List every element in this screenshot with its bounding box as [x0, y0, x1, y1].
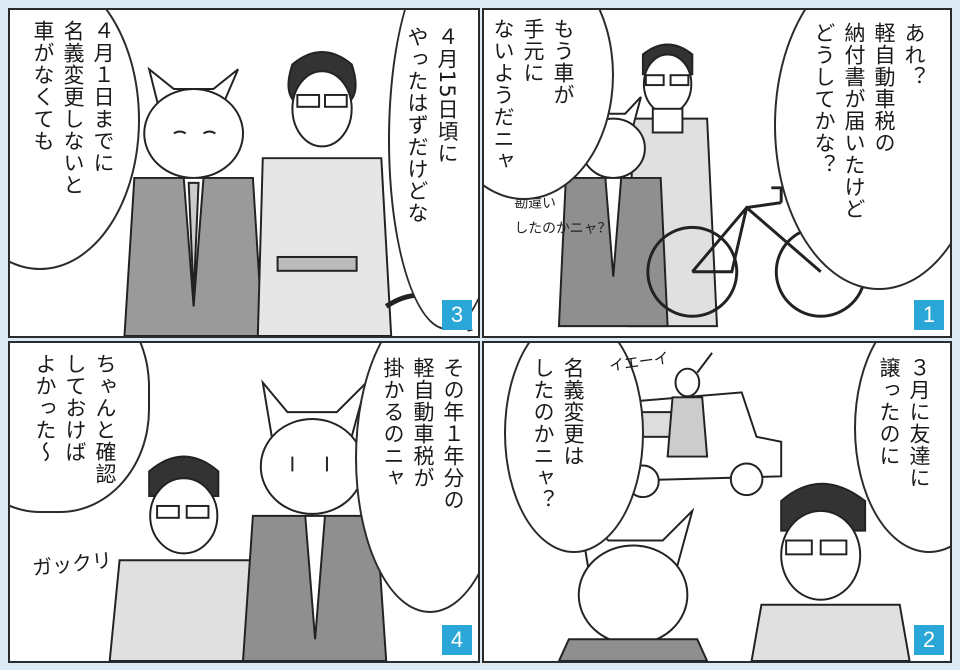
comic-panel-4: その年１年分の 軽自動車税が 掛かるのニャ ちゃんと確認 しておけば よかった〜…	[8, 341, 480, 663]
cat-character	[123, 66, 264, 336]
comic-panel-3: ４月15日頃に やったはずだけどな ４月１日までに 名義変更しないと 車がなくて…	[8, 8, 480, 338]
panel-number-4: 4	[442, 625, 472, 655]
panel-number-1: 1	[914, 300, 944, 330]
speech-text-cat: その年１年分の 軽自動車税が 掛かるのニャ	[381, 357, 465, 511]
speech-text-man: ４月15日頃に やったはずだけどな	[405, 26, 459, 224]
panel-1-illustration: 自転車と 勘違い したのかニャ？	[514, 43, 867, 328]
speech-text-cat: もう車が 手元に ないようだニャ	[491, 18, 575, 172]
panel-number-3: 3	[442, 300, 472, 330]
cat-character	[242, 379, 388, 661]
man-character	[108, 455, 264, 661]
panel-3-illustration	[123, 51, 473, 336]
comic-panel-1: 自転車と 勘違い したのかニャ？ あれ？ 軽自動車税の 納付書が届いたけど どう…	[482, 8, 952, 338]
cat-character	[557, 507, 709, 661]
man-character	[256, 51, 393, 336]
svg-text:したのかニャ？: したのかニャ？	[514, 220, 611, 236]
friend-character	[666, 352, 713, 458]
panel-4-illustration	[108, 379, 388, 661]
panel-number-2: 2	[914, 625, 944, 655]
speech-text-cat: 名義変更は したのかニャ？	[531, 357, 585, 511]
speech-text-man: ３月に友達に 譲ったのに	[877, 357, 931, 489]
speech-text-cat: ４月１日までに 名義変更しないと 車がなくても	[31, 20, 115, 196]
man-character	[750, 482, 911, 661]
speech-text-man: あれ？ 軽自動車税の 納付書が届いたけど どうしてかな？	[812, 22, 926, 220]
speech-text-man: ちゃんと確認 しておけば よかった〜	[33, 353, 117, 485]
speech-bubble-cat	[504, 343, 644, 553]
comic-panel-2: ３月に友達に 譲ったのに 名義変更は したのかニャ？ イエーイ 2	[482, 341, 952, 663]
panel-2-illustration	[557, 352, 911, 661]
